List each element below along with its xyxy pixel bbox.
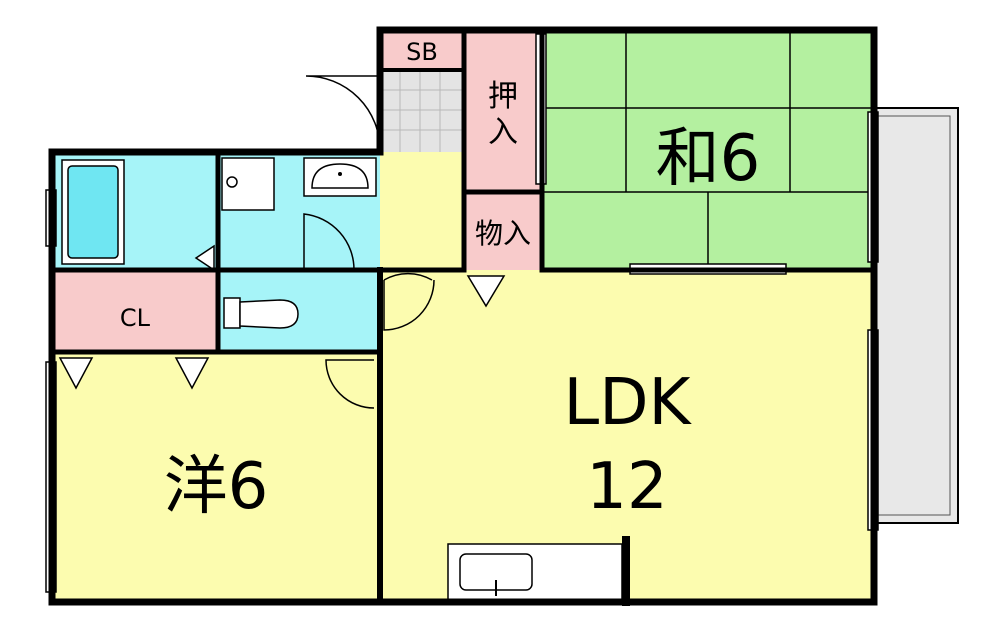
kitchen-counter: [447, 543, 623, 601]
monoire-label: 物入: [475, 217, 531, 250]
hallway: [380, 152, 464, 270]
oshiire-label-bottom: 入: [488, 115, 518, 150]
oshiire-room: [464, 30, 542, 192]
closet-label: CL: [120, 304, 151, 332]
wash-basin: [303, 157, 377, 197]
monoire-room: [464, 192, 542, 270]
shoe-box-room: [380, 30, 464, 70]
sliding-door-markers: [58, 275, 506, 390]
ldk-size-label: 12: [586, 450, 667, 524]
walls: [48, 26, 878, 606]
tatami-lines: [542, 30, 874, 270]
entrance-tiles: [380, 70, 464, 152]
western-room: [52, 352, 380, 602]
closet-room: [52, 270, 218, 352]
shoe-box-label: SB: [406, 38, 438, 66]
ldk-label: LDK: [564, 366, 693, 440]
washing-machine-space: [221, 157, 275, 211]
yoshitsu-label: 洋6: [164, 450, 269, 524]
oshiire-label-top: 押: [488, 79, 518, 114]
balcony: [873, 107, 959, 524]
washitsu-label: 和6: [656, 122, 761, 196]
toilet: [223, 297, 299, 329]
entrance-tile-grid: [380, 70, 464, 152]
bathtub: [61, 159, 125, 265]
